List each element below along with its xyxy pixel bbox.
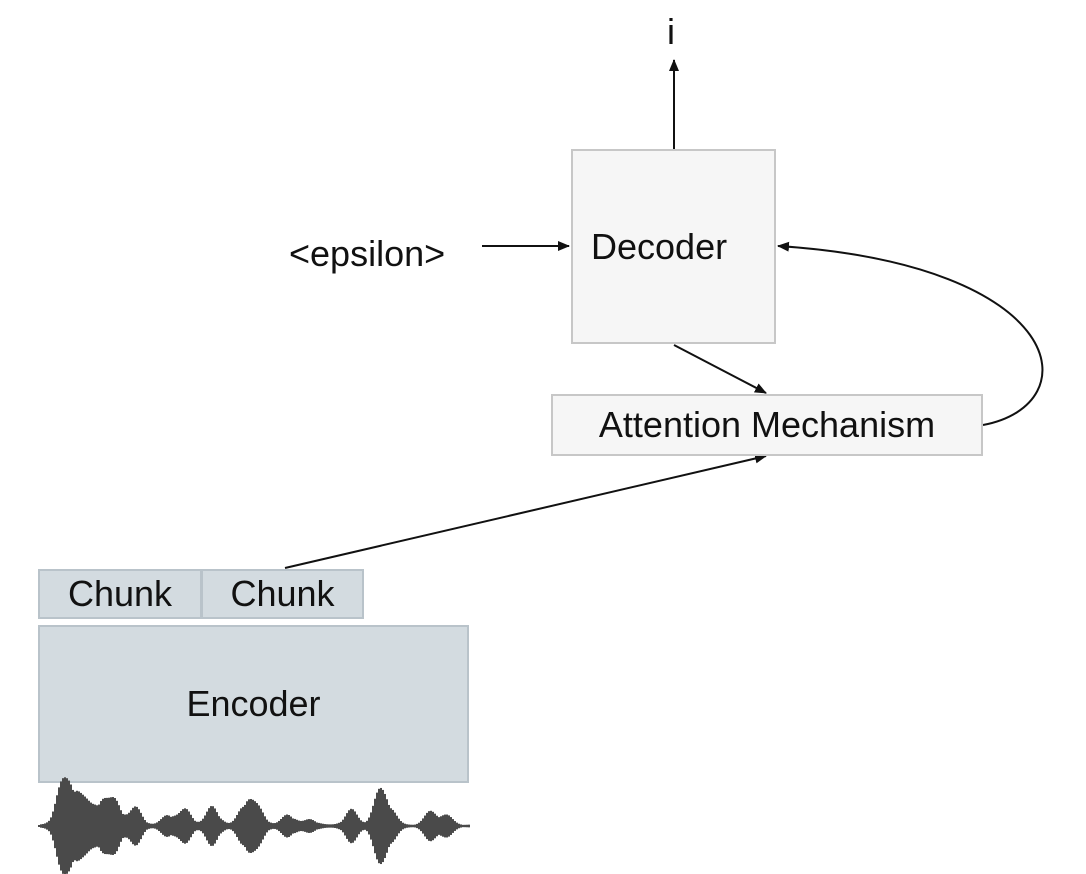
input-token-label: <epsilon> [289, 233, 446, 274]
chunk-box-2: Chunk [201, 569, 364, 619]
attention-mechanism-box: Attention Mechanism [551, 394, 983, 456]
chunk-box-1: Chunk [38, 569, 202, 619]
arrow-chunk-to-attention [284, 453, 767, 569]
arrow-attention-to-decoder-loop [777, 241, 1044, 426]
decoder-label: Decoder [591, 225, 728, 267]
chunk-label-2: Chunk [230, 573, 335, 614]
arrow-decoder-to-attention [673, 344, 767, 394]
chunk-label-1: Chunk [67, 573, 173, 614]
output-token-label: i [667, 11, 675, 52]
encoder-label: Encoder [186, 683, 321, 724]
encoder-box: Encoder [38, 625, 469, 783]
attention-mechanism-label: Attention Mechanism [598, 404, 936, 445]
decoder-box: Decoder [571, 149, 776, 344]
